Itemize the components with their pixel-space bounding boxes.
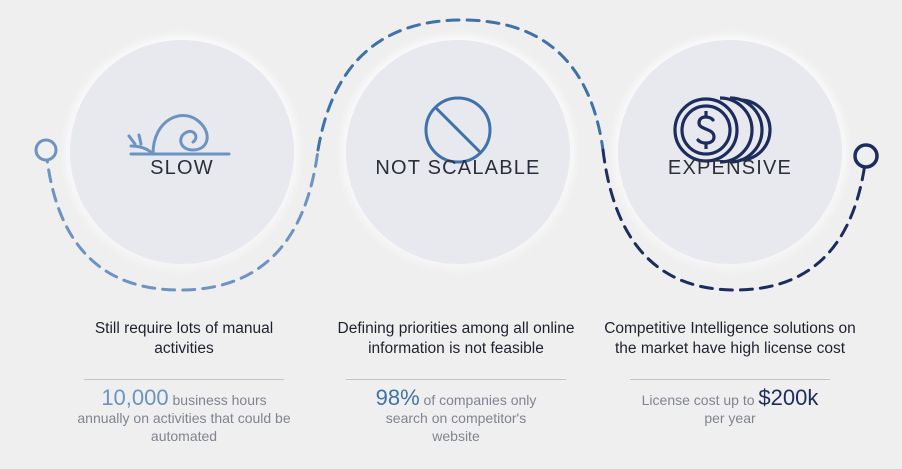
slow-stat: 10,000 business hours annually on activi…	[74, 387, 294, 445]
slow-divider	[84, 379, 284, 380]
end-node	[853, 143, 879, 169]
not-scalable-heading: Defining priorities among all online inf…	[337, 320, 575, 357]
connector-segment-slow	[44, 148, 320, 292]
expensive-circle: EXPENSIVE	[618, 40, 842, 264]
slow-heading: Still require lots of manual activities	[94, 320, 274, 357]
not-scalable-stat-text: of companies only search on competitor's…	[385, 392, 537, 444]
connector-segment-expensive	[601, 148, 868, 292]
slow-circle: SLOW	[70, 40, 294, 264]
expensive-divider	[630, 379, 830, 380]
expensive-stat: License cost up to $200k per year	[620, 387, 840, 427]
start-node	[34, 138, 58, 162]
expensive-heading: Competitive Intelligence solutions on th…	[604, 320, 856, 357]
expensive-title: EXPENSIVE	[667, 157, 793, 179]
expensive-stat-prefix: License cost up to	[641, 392, 755, 408]
not-scalable-divider	[346, 379, 566, 380]
slow-stat-text: business hours annually on activities th…	[77, 392, 291, 444]
not-scalable-circle: NOT SCALABLE	[346, 40, 570, 264]
expensive-stat-value: $200k	[758, 385, 819, 410]
slow-stat-value: 10,000	[101, 385, 169, 410]
not-scalable-title: NOT SCALABLE	[375, 157, 541, 179]
not-scalable-stat: 98% of companies only search on competit…	[361, 387, 551, 445]
coins-dollar-icon	[673, 96, 772, 164]
prohibited-icon	[424, 96, 492, 164]
not-scalable-stat-value: 98%	[375, 385, 420, 410]
snail-icon	[127, 114, 231, 156]
slow-title: SLOW	[150, 157, 214, 179]
expensive-stat-suffix: per year	[704, 410, 756, 426]
connector-segment-scalable	[316, 18, 605, 152]
